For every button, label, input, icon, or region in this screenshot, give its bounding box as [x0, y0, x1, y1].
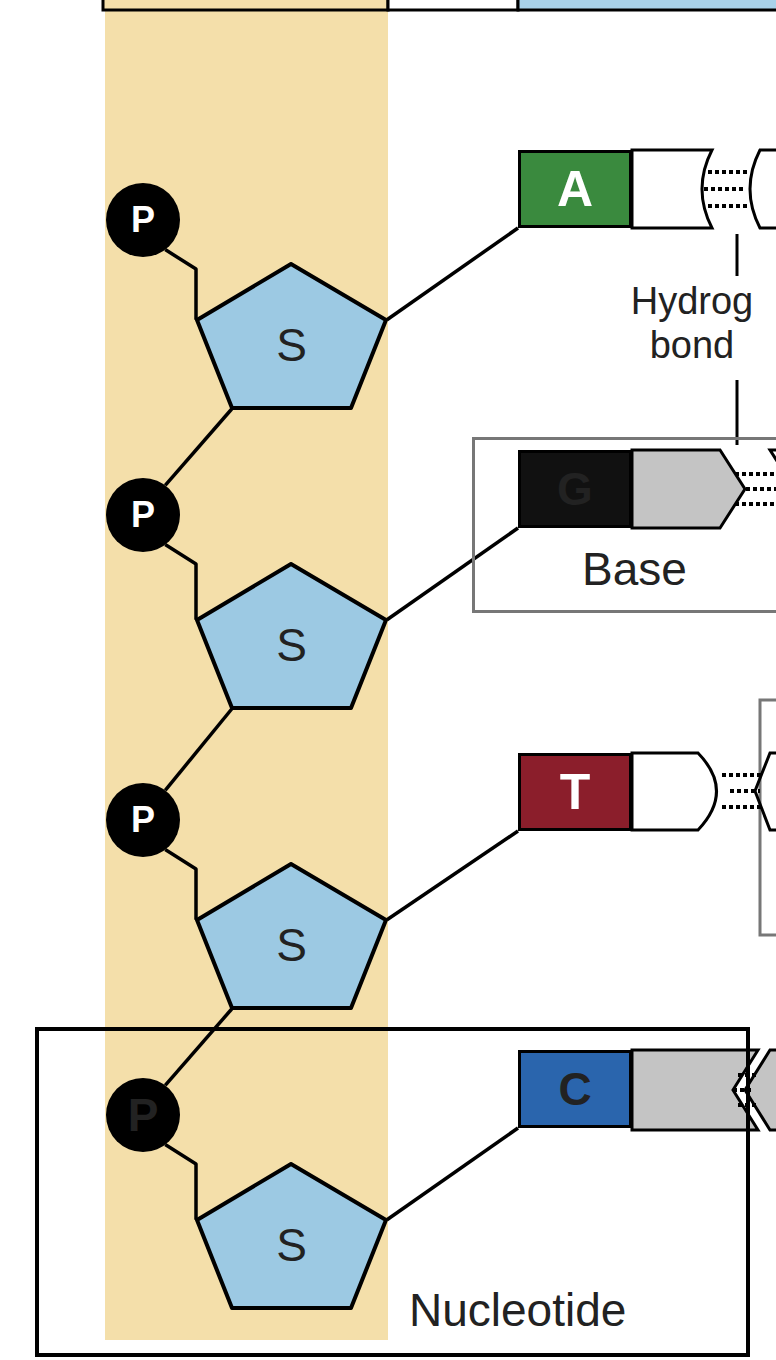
phosphate-circle: P: [106, 783, 180, 857]
base-shape: [632, 150, 712, 228]
partner-base: [750, 150, 776, 228]
backbone-bond: [387, 528, 518, 620]
backbone-bond: [165, 545, 196, 620]
node-label: T: [560, 767, 591, 817]
leader-line: [736, 380, 739, 445]
phosphate-circle: P: [106, 183, 180, 257]
node-label: P: [131, 802, 155, 838]
base-shape: [632, 1050, 758, 1130]
top-box: [103, 0, 388, 10]
sugar-pentagon: S: [195, 1162, 388, 1310]
backbone-bond: [165, 850, 196, 920]
backbone-bond: [165, 1009, 232, 1085]
base-box: A: [518, 150, 632, 228]
backbone-bond: [165, 409, 232, 485]
node-label: A: [557, 164, 593, 214]
node-label: S: [276, 922, 307, 968]
backbone-bond: [165, 250, 196, 320]
sugar-pentagon: S: [195, 862, 388, 1010]
base-box: T: [518, 753, 632, 831]
partial-box: [760, 700, 776, 935]
top-box: [388, 0, 518, 10]
sugar-pentagon: S: [195, 562, 388, 710]
node-label: S: [276, 322, 307, 368]
node-label: S: [276, 1222, 307, 1268]
callout-label: Hydrog bond: [612, 280, 772, 367]
leader-line: [736, 234, 739, 276]
group-label: Nucleotide: [409, 1287, 626, 1333]
backbone-band: [105, 0, 388, 1340]
backbone-bond: [387, 228, 518, 320]
backbone-bond: [165, 709, 232, 790]
node-label: C: [558, 1066, 591, 1112]
backbone-bond: [387, 831, 518, 920]
group-label: Base: [582, 546, 687, 592]
base-shape: [632, 450, 745, 528]
sugar-pentagon: S: [195, 262, 388, 410]
base-box: G: [518, 450, 632, 528]
base-shape: [632, 753, 717, 830]
group-frame: Nucleotide P C S: [35, 1027, 750, 1357]
base-box: C: [518, 1050, 632, 1128]
node-label: S: [276, 622, 307, 668]
top-box: [518, 0, 776, 10]
phosphate-circle: P: [106, 478, 180, 552]
phosphate-circle: P: [106, 1078, 180, 1152]
backbone-bond: [387, 1128, 518, 1220]
node-label: P: [131, 497, 155, 533]
group-frame: Base G: [472, 437, 776, 613]
partner-base: [770, 450, 776, 489]
node-label: G: [557, 466, 593, 512]
node-label: P: [128, 1092, 159, 1138]
node-label: P: [131, 202, 155, 238]
backbone-bond: [165, 1145, 196, 1220]
